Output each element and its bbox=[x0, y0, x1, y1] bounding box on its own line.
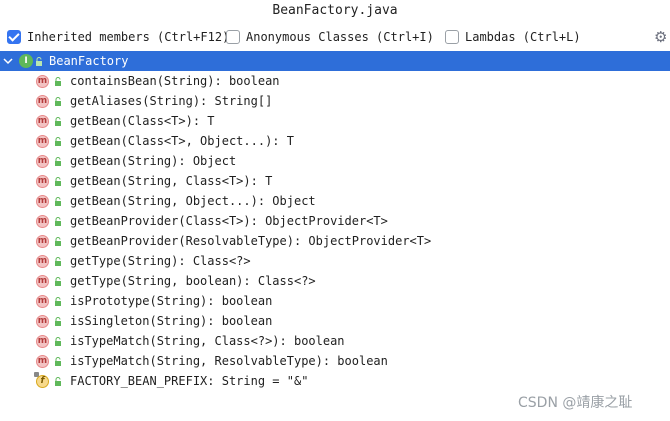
method-icon: m bbox=[36, 134, 49, 148]
tree-method-row[interactable]: m getBean(Class<T>, Object...): T bbox=[0, 131, 670, 151]
tree-method-row[interactable]: m isTypeMatch(String, ResolvableType): bo… bbox=[0, 351, 670, 371]
method-icon: m bbox=[36, 354, 49, 368]
lock-icon bbox=[55, 356, 61, 366]
tree-method-row[interactable]: m getBeanProvider(Class<T>): ObjectProvid… bbox=[0, 211, 670, 231]
member-label: getBean(String, Class<T>): T bbox=[70, 174, 273, 188]
lock-icon bbox=[55, 96, 61, 106]
lock-icon bbox=[36, 56, 42, 66]
tree-method-row[interactable]: m getBean(String, Object...): Object bbox=[0, 191, 670, 211]
lock-icon bbox=[55, 136, 61, 146]
gear-icon[interactable]: ⚙ bbox=[654, 28, 668, 46]
tree-method-row[interactable]: m isPrototype(String): boolean bbox=[0, 291, 670, 311]
options-bar: Inherited members (Ctrl+F12) Anonymous C… bbox=[0, 26, 670, 48]
lock-icon bbox=[55, 316, 61, 326]
method-icon: m bbox=[36, 154, 49, 168]
method-icon: m bbox=[36, 334, 49, 348]
member-label: isSingleton(String): boolean bbox=[70, 314, 273, 328]
lambdas-checkbox[interactable] bbox=[445, 30, 459, 44]
method-icon: m bbox=[36, 234, 49, 248]
method-icon: m bbox=[36, 194, 49, 208]
method-icon: m bbox=[36, 214, 49, 228]
lock-icon bbox=[55, 76, 61, 86]
field-icon: f bbox=[36, 374, 49, 388]
tree-field-row[interactable]: f FACTORY_BEAN_PREFIX: String = "&" bbox=[0, 371, 670, 391]
method-icon: m bbox=[36, 174, 49, 188]
tree-method-row[interactable]: m getBean(Class<T>): T bbox=[0, 111, 670, 131]
static-pin-icon bbox=[34, 372, 39, 377]
lock-icon bbox=[55, 276, 61, 286]
tree-method-row[interactable]: m getAliases(String): String[] bbox=[0, 91, 670, 111]
member-label: getBeanProvider(Class<T>): ObjectProvide… bbox=[70, 214, 388, 228]
member-label: FACTORY_BEAN_PREFIX: String = "&" bbox=[70, 374, 309, 388]
lock-icon bbox=[55, 196, 61, 206]
lock-icon bbox=[55, 336, 61, 346]
tree-method-row[interactable]: m getBean(String): Object bbox=[0, 151, 670, 171]
member-label: getBean(Class<T>): T bbox=[70, 114, 215, 128]
tree-root-beanfactory[interactable]: I BeanFactory bbox=[0, 51, 670, 71]
method-icon: m bbox=[36, 274, 49, 288]
tree-method-row[interactable]: m isTypeMatch(String, Class<?>): boolean bbox=[0, 331, 670, 351]
member-label: getBean(String, Object...): Object bbox=[70, 194, 316, 208]
member-label: getBean(String): Object bbox=[70, 154, 237, 168]
inherited-members-label: Inherited members (Ctrl+F12) bbox=[27, 30, 230, 44]
lock-icon bbox=[55, 256, 61, 266]
method-icon: m bbox=[36, 74, 49, 88]
watermark: CSDN @靖康之耻 bbox=[518, 395, 633, 411]
inherited-members-checkbox[interactable] bbox=[7, 30, 21, 44]
chevron-down-icon[interactable] bbox=[3, 56, 13, 66]
window-title: BeanFactory.java bbox=[272, 3, 398, 18]
tree-method-row[interactable]: m getBeanProvider(ResolvableType): Object… bbox=[0, 231, 670, 251]
lock-icon bbox=[55, 376, 61, 386]
tree-root-label: BeanFactory bbox=[49, 54, 129, 68]
interface-icon: I bbox=[19, 54, 33, 68]
method-icon: m bbox=[36, 94, 49, 108]
lambdas-option[interactable]: Lambdas (Ctrl+L) bbox=[445, 26, 581, 48]
tree-method-row[interactable]: m getBean(String, Class<T>): T bbox=[0, 171, 670, 191]
lock-icon bbox=[55, 116, 61, 126]
lock-icon bbox=[55, 296, 61, 306]
lock-icon bbox=[55, 156, 61, 166]
member-label: containsBean(String): boolean bbox=[70, 74, 280, 88]
inherited-members-option[interactable]: Inherited members (Ctrl+F12) bbox=[7, 26, 229, 48]
method-icon: m bbox=[36, 314, 49, 328]
member-label: getAliases(String): String[] bbox=[70, 94, 273, 108]
member-label: getType(String, boolean): Class<?> bbox=[70, 274, 316, 288]
anonymous-classes-option[interactable]: Anonymous Classes (Ctrl+I) bbox=[226, 26, 434, 48]
lock-icon bbox=[55, 236, 61, 246]
method-icon: m bbox=[36, 254, 49, 268]
tree-method-row[interactable]: m getType(String): Class<?> bbox=[0, 251, 670, 271]
member-label: getBeanProvider(ResolvableType): ObjectP… bbox=[70, 234, 432, 248]
member-label: isTypeMatch(String, Class<?>): boolean bbox=[70, 334, 345, 348]
lock-icon bbox=[55, 216, 61, 226]
method-icon: m bbox=[36, 294, 49, 308]
tree-method-row[interactable]: m isSingleton(String): boolean bbox=[0, 311, 670, 331]
anonymous-classes-checkbox[interactable] bbox=[226, 30, 240, 44]
lambdas-label: Lambdas (Ctrl+L) bbox=[465, 30, 581, 44]
tree-method-row[interactable]: m containsBean(String): boolean bbox=[0, 71, 670, 91]
method-icon: m bbox=[36, 114, 49, 128]
member-label: getBean(Class<T>, Object...): T bbox=[70, 134, 294, 148]
member-label: isTypeMatch(String, ResolvableType): boo… bbox=[70, 354, 388, 368]
member-label: getType(String): Class<?> bbox=[70, 254, 251, 268]
anonymous-classes-label: Anonymous Classes (Ctrl+I) bbox=[246, 30, 434, 44]
lock-icon bbox=[55, 176, 61, 186]
tree-method-row[interactable]: m getType(String, boolean): Class<?> bbox=[0, 271, 670, 291]
member-label: isPrototype(String): boolean bbox=[70, 294, 273, 308]
